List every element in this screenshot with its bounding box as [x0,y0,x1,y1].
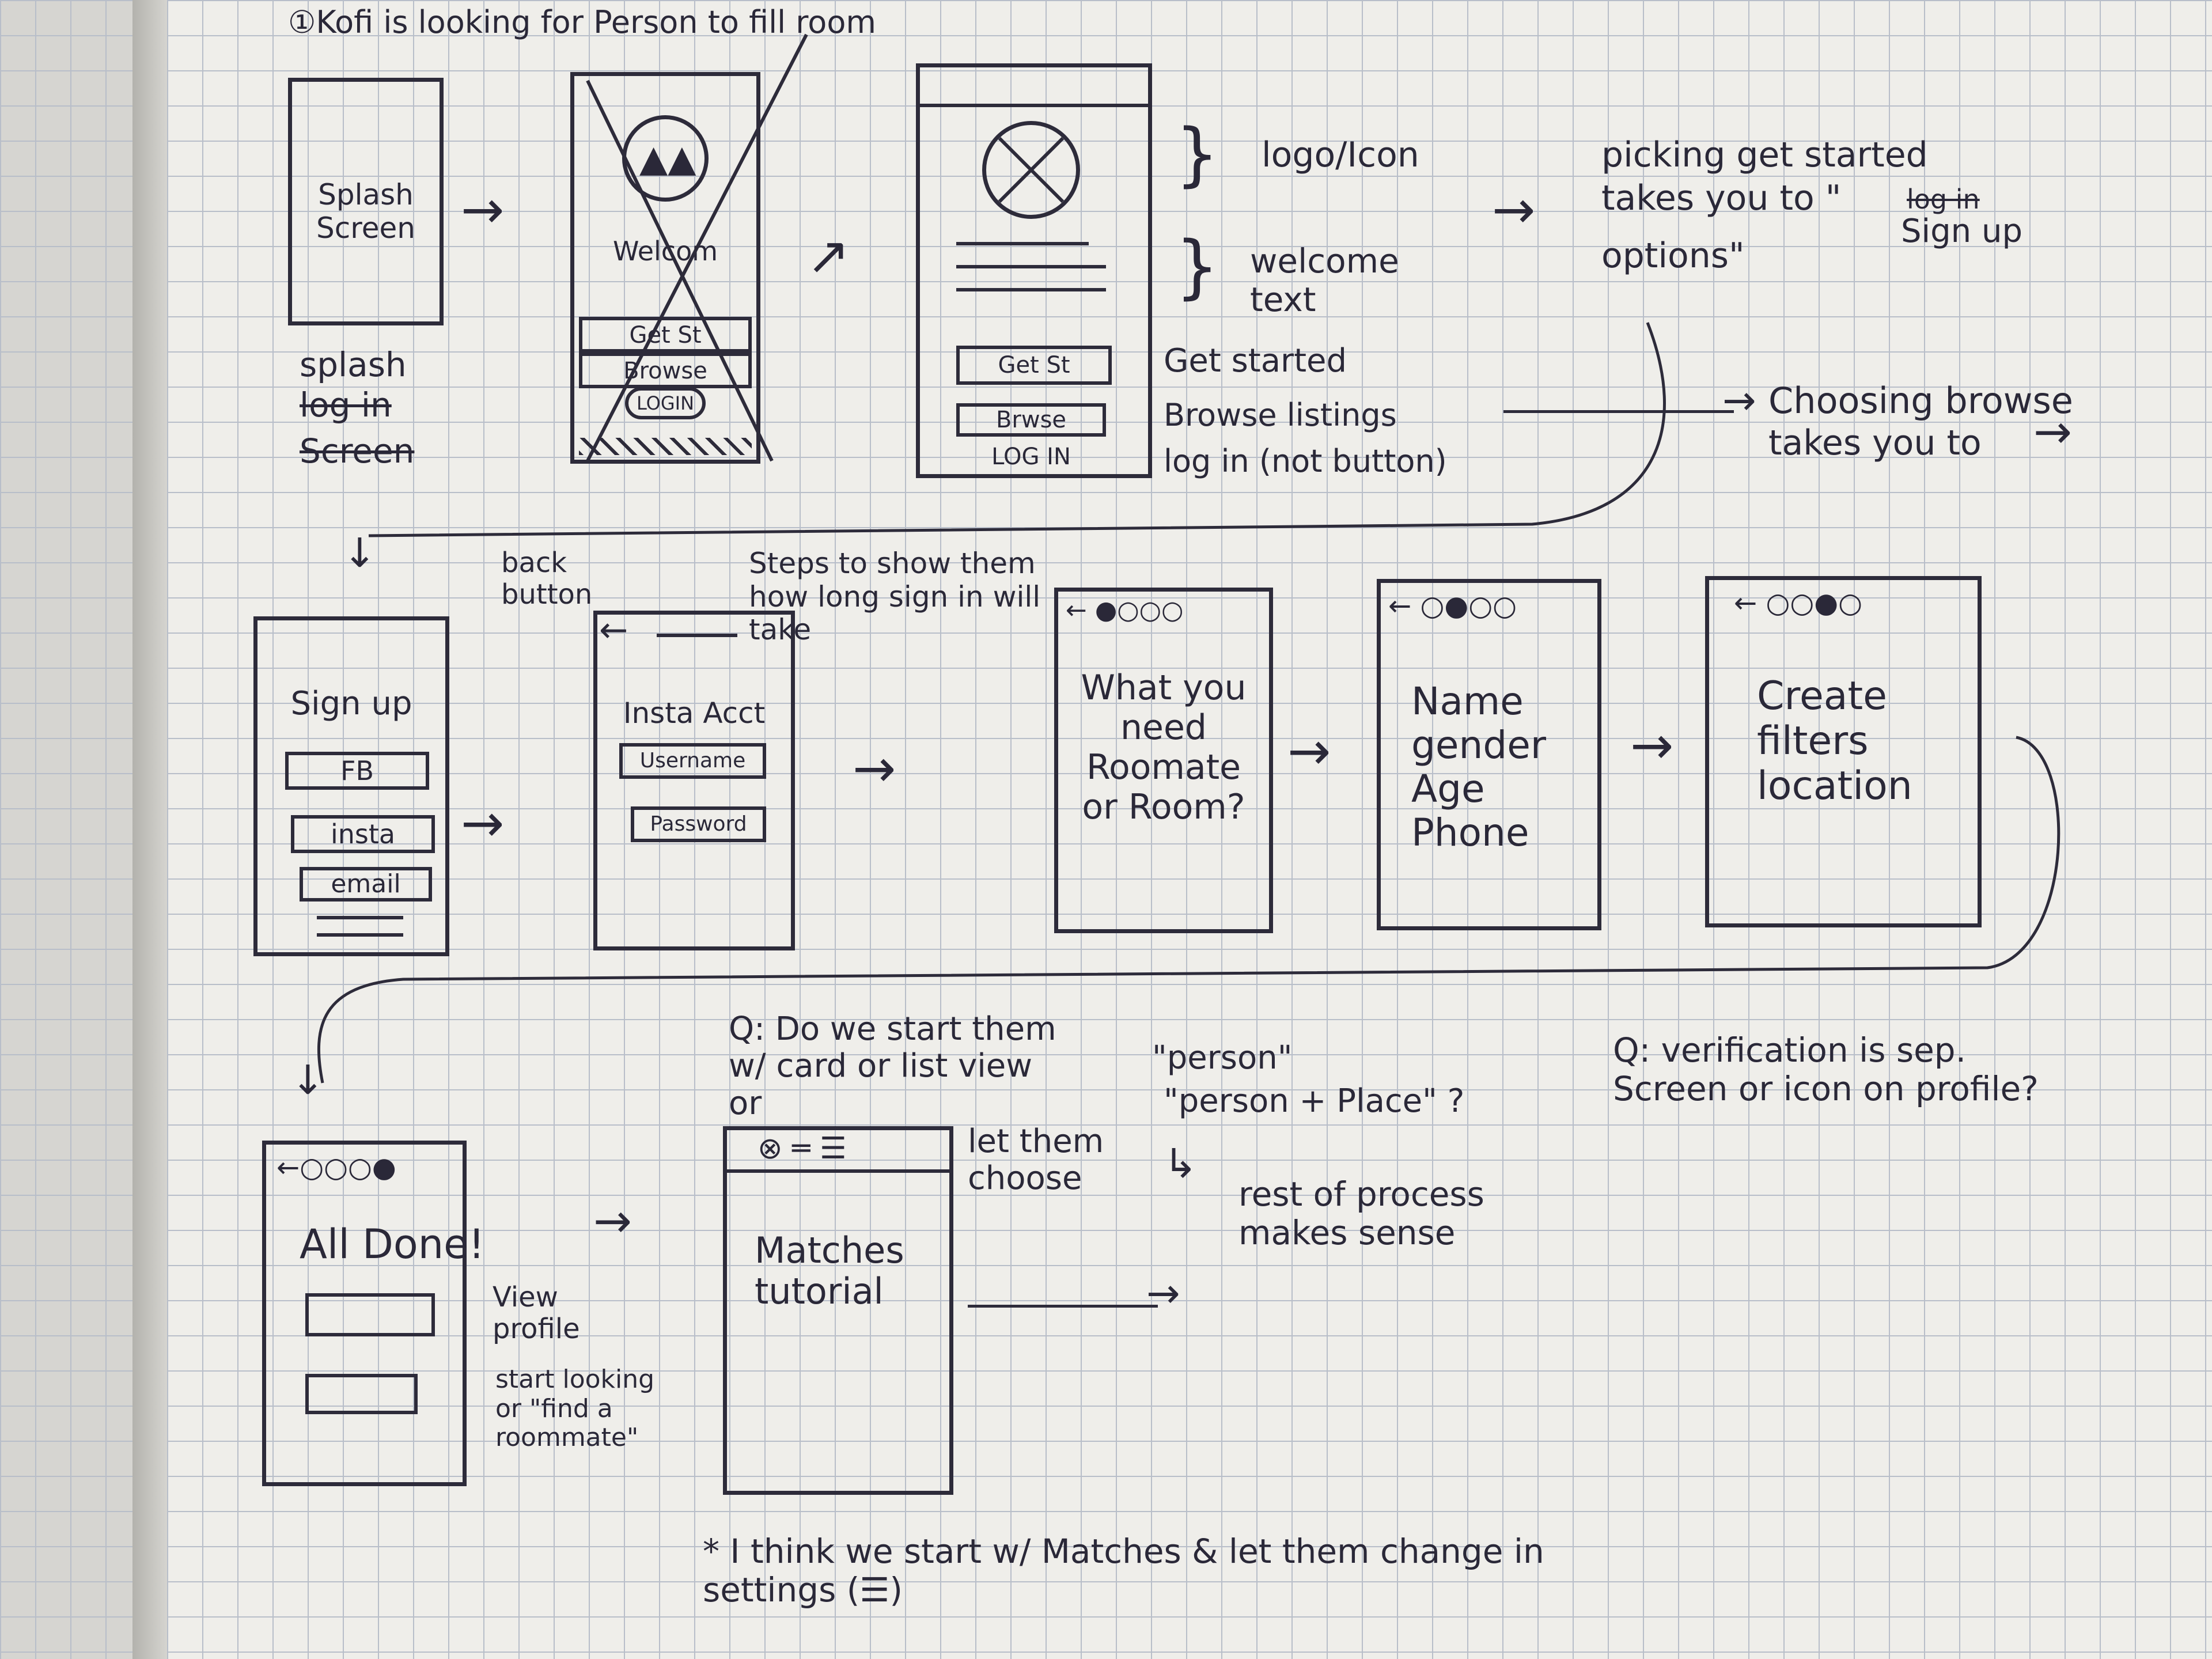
personal-info-progress: ← ○●○○ [1388,590,1517,622]
note-browse-line1: Choosing browse [1768,380,2073,422]
footnote: * I think we start w/ Matches & let them… [703,1532,1544,1609]
person-note-2: "person + Place" ? [1164,1082,1465,1120]
question-verification: Q: verification is sep. Screen or icon o… [1613,1031,2039,1108]
needs-progress: ← ●○○○ [1066,596,1184,625]
annot-start-looking: start looking or "find a roommate" [495,1365,655,1453]
annot-view-profile: View profile [493,1281,580,1346]
flow-arrow-icon: → [1722,377,1756,424]
row-connector-curve [317,736,2061,1084]
needs-text: What you need Roomate or Room? [1081,668,1247,827]
crossed-login-button: LOGIN [625,387,706,419]
signup-email-button: email [300,867,432,902]
mountain-logo-icon: ▲▲ [639,138,696,180]
question-card-view: Q: Do we start them w/ card or list view… [729,1010,1056,1122]
graph-paper-sheet [167,0,2212,1659]
all-done-title: All Done! [300,1221,485,1268]
cross-out-mark [586,33,808,462]
view-profile-button-sketch [305,1293,435,1336]
note-get-started-signup: Sign up [1901,213,2022,250]
flow-arrow-icon: → [1287,721,1331,782]
back-arrow-icon: ← [599,610,628,650]
choose-connector-line [968,1305,1158,1308]
signup-fb-button: FB [285,752,429,790]
note-get-started-line3: options" [1601,236,1745,276]
flow-arrow-icon: → [1630,715,1674,776]
back-button-label: back button [501,547,593,611]
splash-screen-sketch [288,78,444,325]
signup-title: Sign up [290,685,412,722]
annot-get-started: Get started [1164,342,1347,380]
matches-header-line [723,1169,953,1173]
flow-arrow-icon: → [1492,180,1536,240]
splash-caption-splash: splash [300,345,407,384]
note-get-started-struck: log in [1907,184,1980,215]
crossed-scribble [579,438,752,455]
flow-arrow-icon: → [593,1194,632,1248]
signup-fineprint-line [317,916,403,919]
note-get-started-line1: picking get started [1601,135,1928,175]
logo-x-mark [998,137,1065,203]
matches-header: ⊗ ═ ☰ [757,1131,847,1166]
flow-arrow-icon: ↗ [806,226,850,286]
insta-username-field: Username [619,743,766,779]
flow-arrow-icon: → [2033,405,2073,459]
note-browse-line2: takes you to [1768,423,1982,463]
annot-logo: logo/Icon [1262,135,1419,175]
welcome-text-line [956,242,1089,245]
personal-info-text: Name gender Age Phone [1411,679,1546,855]
bracket-logo-icon: } [1175,115,1219,195]
filters-screen-sketch [1705,576,1982,927]
flow-arrow-icon: → [461,180,505,240]
flow-arrow-icon: ↓ [291,1056,325,1104]
personal-info-sketch [1377,579,1601,930]
insta-account-sketch [593,611,795,950]
logo-placeholder-icon [982,121,1080,219]
flow-arrow-icon: → [853,738,896,799]
signup-screen-sketch [253,616,449,956]
get-started-button-sketch: Get St [956,346,1112,385]
splash-screen-label: Splash Screen [316,178,415,245]
signup-fineprint-line [317,933,403,937]
flow-arrow-icon: → [1146,1270,1180,1317]
annot-browse: Browse listings [1164,397,1397,433]
browse-button-sketch: Brwse [956,403,1106,437]
matches-tutorial-sketch [723,1126,953,1495]
flow-arrow-icon: → [461,793,505,854]
all-done-sketch [262,1141,467,1486]
welcome-screen-sketch [916,63,1152,478]
splash-caption-screen: Screen [300,431,415,471]
start-looking-button-sketch [305,1374,418,1414]
progress-scribble [657,634,737,637]
insta-password-field: Password [631,806,766,842]
annot-welcome: welcome text [1250,241,1399,319]
rest-of-process: rest of process makes sense [1238,1175,1484,1252]
welcome-text-line [956,288,1106,291]
filters-text: Create filters location [1757,673,1912,809]
signup-insta-button: insta [291,815,435,853]
row-connector-curve [368,322,1666,537]
splash-caption-login-struck: log in [300,385,392,425]
corner-arrow-icon: ↳ [1164,1140,1198,1187]
annot-login: log in (not button) [1164,443,1447,479]
steps-note: Steps to show them how long sign in will… [749,547,1041,646]
needs-screen-sketch [1054,588,1273,933]
status-bar-line [916,104,1152,107]
crossed-welcome-sketch [570,72,760,464]
let-them-choose: let them choose [968,1123,1104,1198]
filters-progress: ← ○○●○ [1734,587,1863,619]
browse-connector-line [1503,410,1734,413]
welcome-text-line [956,265,1106,268]
person-note-1: "person" [1152,1039,1293,1077]
all-done-progress: ←○○○● [276,1152,396,1184]
flow-arrow-icon: ↓ [343,529,377,577]
page-title: ①Kofi is looking for Person to fill room [288,4,876,40]
crossed-get-started-button: Get St [579,317,752,353]
matches-text: Matches tutorial [755,1229,904,1313]
login-link-sketch: LOG IN [991,444,1071,470]
note-get-started-line2: takes you to " [1601,178,1842,218]
bracket-welcome-icon: } [1175,227,1219,307]
insta-title: Insta Acct [623,696,766,730]
